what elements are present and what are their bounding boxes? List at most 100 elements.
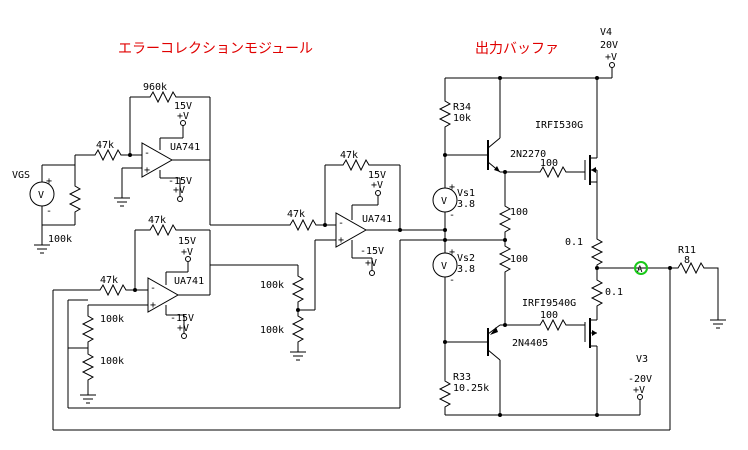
opamp-3-vpos-sym: +V	[371, 180, 383, 191]
r47k-d-value: 47k	[340, 150, 358, 161]
resistor-100-g2[interactable]	[535, 318, 585, 332]
r47k-e-value: 47k	[100, 275, 118, 286]
r33-name: R33	[453, 372, 471, 383]
opamp-1-plus: +	[144, 165, 150, 176]
resistor-960k[interactable]	[145, 90, 210, 104]
r100k-3-value: 100k	[260, 280, 284, 291]
title-error-correction: エラーコレクションモジュール	[118, 41, 313, 57]
resistor-100k-4[interactable]	[291, 310, 305, 352]
vgs-label: VGS	[12, 170, 30, 181]
r100k-4-value: 100k	[260, 325, 284, 336]
resistor-47k-a[interactable]	[90, 148, 135, 162]
opamp-3-model: UA741	[362, 214, 392, 225]
transistor-2n4405[interactable]	[487, 324, 501, 361]
r33-value: 10.25k	[453, 383, 489, 394]
resistor-100k-vgs[interactable]	[68, 180, 82, 225]
r47k-b-value: 47k	[148, 215, 166, 226]
vs1-name: Vs1	[457, 188, 475, 199]
opamp-3-vneg: -15V	[360, 246, 384, 257]
resistor-100-top[interactable]	[498, 200, 512, 240]
ground-symbol	[710, 319, 726, 329]
transistor-2n2270[interactable]	[487, 137, 501, 173]
resistor-r11[interactable]	[670, 261, 719, 320]
vs1-value: 3.8	[457, 199, 475, 210]
vs2-minus: -	[449, 275, 455, 286]
ground-symbol	[80, 394, 96, 404]
vgs-source[interactable]: V + -	[29, 165, 55, 245]
opamp-3-plus: +	[338, 235, 344, 246]
opamp-2-minus: -	[150, 283, 156, 294]
v4-value: 20V	[600, 40, 618, 51]
r01-top-value: 0.1	[565, 237, 583, 248]
resistor-100k-3[interactable]	[291, 270, 305, 310]
resistor-47k-e[interactable]	[95, 283, 135, 297]
v3-value: -20V	[628, 374, 652, 385]
v4-sym: +V	[605, 52, 617, 63]
r100k-vgs-value: 100k	[48, 234, 72, 245]
opamp-2-model: UA741	[174, 276, 204, 287]
opamp-3[interactable]	[335, 212, 368, 248]
resistor-r33[interactable]	[438, 375, 452, 415]
opamp-1-vneg: -15V	[168, 176, 192, 187]
mosfet-irfi9540g[interactable]	[584, 318, 597, 348]
opamp-2-vpos-sym: +V	[181, 247, 193, 258]
opamp-1-vpos: 15V	[174, 101, 192, 112]
opamp-2[interactable]	[147, 277, 180, 313]
probe-a-label: A	[637, 265, 643, 275]
r100-g1-value: 100	[540, 158, 558, 169]
vgs-meter-glyph: V	[38, 190, 44, 201]
vs2-name: Vs2	[457, 253, 475, 264]
probe-a[interactable]	[634, 261, 648, 275]
resistor-100-bot[interactable]	[498, 240, 512, 325]
resistor-47k-c[interactable]	[285, 218, 325, 232]
opamp-3-vneg-sym: +V	[365, 258, 377, 269]
opamp-1[interactable]	[141, 142, 174, 178]
r960k-value: 960k	[143, 82, 167, 93]
resistor-100-g1[interactable]	[535, 165, 585, 179]
v4-name: V4	[600, 27, 612, 38]
resistor-100k-2[interactable]	[81, 348, 95, 395]
r100-bot-value: 100	[510, 254, 528, 265]
resistor-47k-b[interactable]	[145, 223, 210, 237]
m-p-label: IRFI9540G	[522, 298, 576, 309]
opamp-2-plus: +	[150, 300, 156, 311]
vs2-meter-glyph: V	[441, 261, 447, 272]
r100-top-value: 100	[510, 207, 528, 218]
r100-g2-value: 100	[540, 310, 558, 321]
vs1-minus: -	[449, 210, 455, 221]
opamp-1-model: UA741	[170, 142, 200, 153]
r100k-1-value: 100k	[100, 314, 124, 325]
r34-value: 10k	[453, 113, 471, 124]
v3-name: V3	[636, 354, 648, 365]
r11-value: 8	[684, 255, 690, 266]
q-npn-label: 2N2270	[510, 149, 546, 160]
opamp-1-vneg-sym: +V	[173, 185, 185, 196]
opamp-3-minus: -	[338, 218, 344, 229]
resistor-01-bot[interactable]	[590, 268, 604, 318]
r47k-a-value: 47k	[96, 140, 114, 151]
r47k-c-value: 47k	[287, 209, 305, 220]
vgs-minus: -	[46, 206, 52, 217]
resistor-100k-1[interactable]	[81, 310, 95, 348]
title-output-buffer: 出力バッファ	[475, 41, 559, 57]
resistor-47k-d[interactable]	[338, 158, 400, 172]
v3-sym: +V	[633, 385, 645, 396]
vs1-meter-glyph: V	[441, 196, 447, 207]
r100k-2-value: 100k	[100, 356, 124, 367]
mosfet-irfi530g[interactable]	[584, 155, 597, 185]
vs2-value: 3.8	[457, 264, 475, 275]
m-n-label: IRFI530G	[535, 120, 583, 131]
resistor-01-top[interactable]	[590, 235, 604, 268]
opamp-3-vpos: 15V	[368, 170, 386, 181]
r01-bot-value: 0.1	[605, 287, 623, 298]
opamp-1-minus: -	[144, 148, 150, 159]
vgs-plus: +	[46, 176, 52, 187]
resistor-r34[interactable]	[438, 95, 452, 155]
r11-name: R11	[678, 245, 696, 256]
vs1-plus: +	[449, 182, 455, 193]
q-pnp-label: 2N4405	[512, 338, 548, 349]
opamp-1-vpos-sym: +V	[177, 111, 189, 122]
r34-name: R34	[453, 102, 471, 113]
vs2-plus: +	[449, 247, 455, 258]
